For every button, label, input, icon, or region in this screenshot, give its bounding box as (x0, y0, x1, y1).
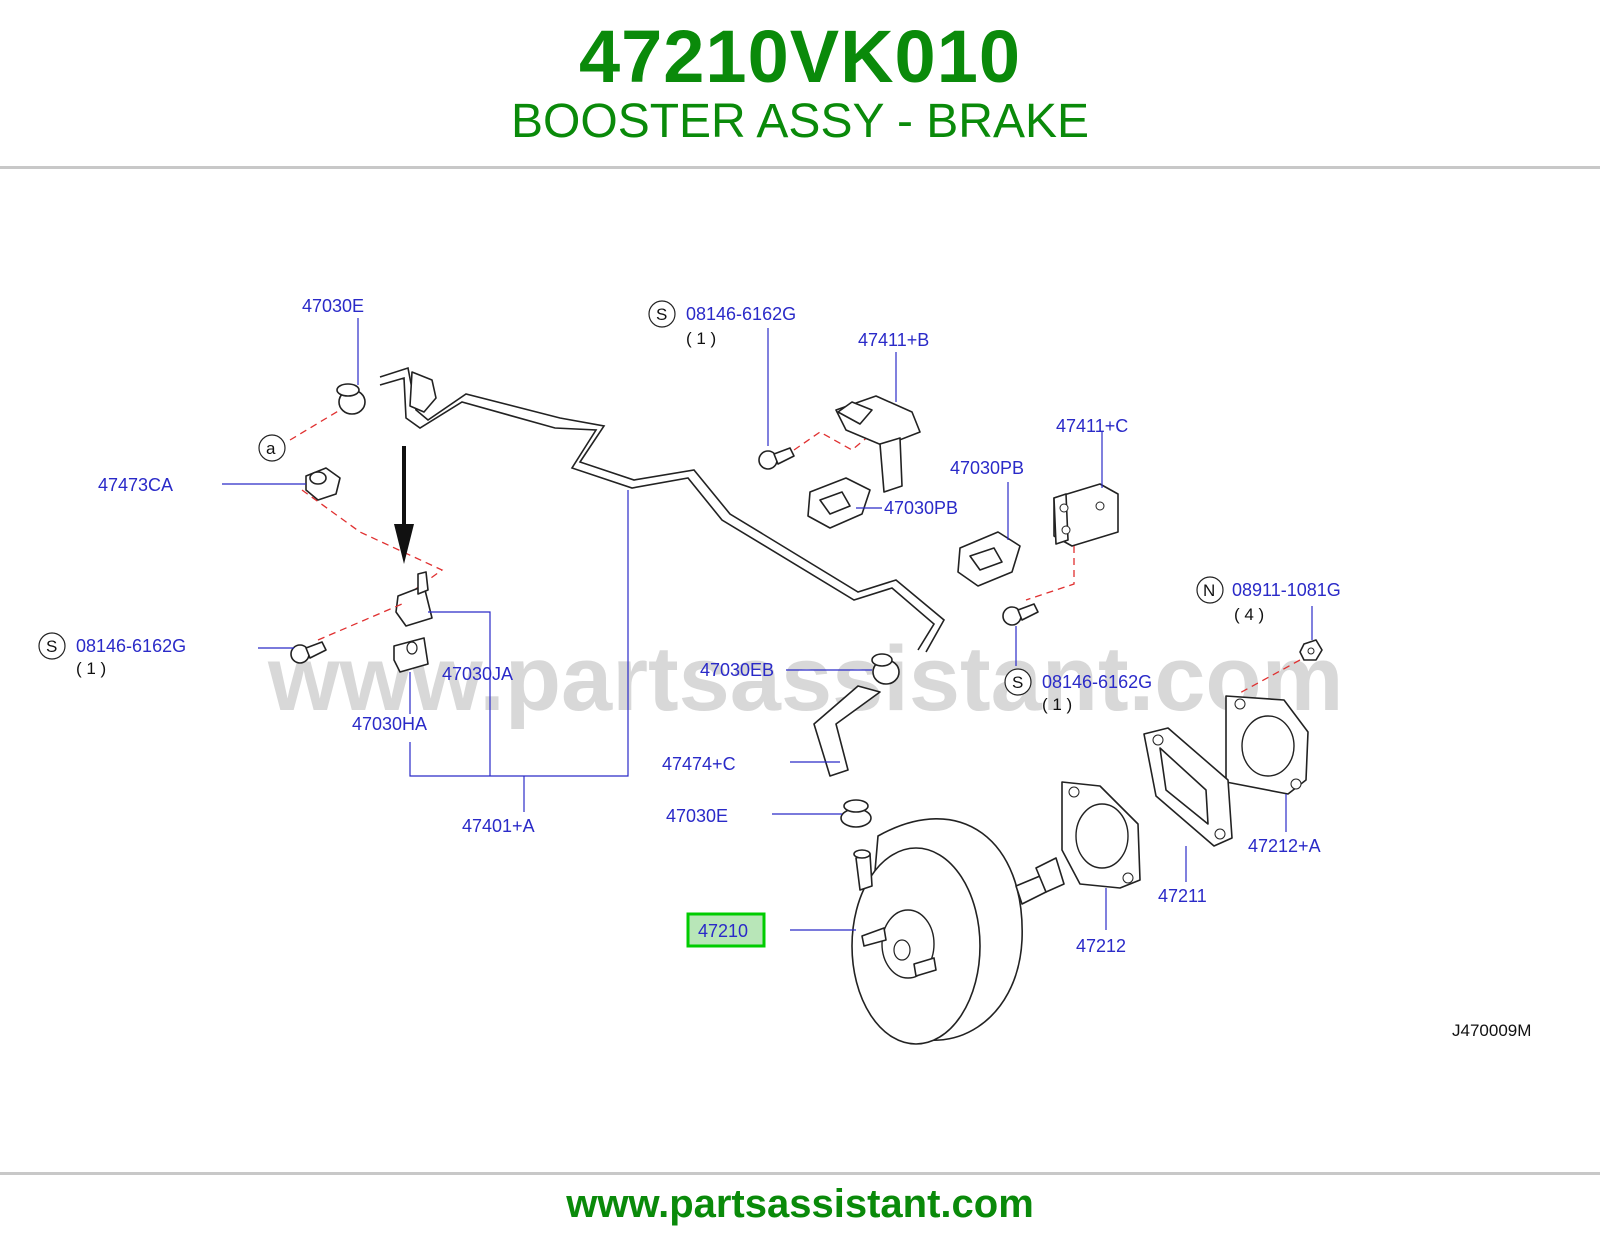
label-47030e-top: 47030E (302, 296, 364, 316)
bracket-47411c (1053, 483, 1119, 547)
spacer-47211 (1143, 727, 1233, 847)
label-08146-mid: 08146-6162G (1042, 672, 1152, 692)
watermark-text: www.partsassistant.com (267, 628, 1343, 730)
label-qty-mid: ( 1 ) (1042, 695, 1072, 714)
callout-circle-s-top (648, 300, 676, 328)
footer-url[interactable]: www.partsassistant.com (566, 1182, 1034, 1226)
label-47030ja: 47030JA (442, 664, 513, 684)
callout-circle-a (258, 434, 286, 462)
brake-pipe-inner (379, 366, 946, 653)
down-arrow-icon (394, 446, 414, 564)
gasket-47212a (1225, 695, 1309, 795)
brake-pipe (379, 376, 936, 651)
label-47030pb-2: 47030PB (950, 458, 1024, 478)
label-s-top: S (656, 305, 667, 324)
label-47030eb: 47030EB (700, 660, 774, 680)
label-08911: 08911-1081G (1232, 580, 1341, 600)
callout-circle-s-mid (1004, 668, 1032, 696)
parts-diagram: www.partsassistant.com 47030E a 47473CA (38, 296, 1531, 1045)
label-47030e-bottom: 47030E (666, 806, 728, 826)
header-divider (0, 166, 1600, 169)
footer-divider (0, 1172, 1600, 1175)
label-qty-top: ( 1 ) (686, 329, 716, 348)
label-47212: 47212 (1076, 936, 1126, 956)
label-s-left: S (46, 637, 57, 656)
clip-47030pb-2 (957, 531, 1021, 587)
label-a: a (266, 439, 276, 458)
label-qty-n: ( 4 ) (1234, 605, 1264, 624)
clip-47030e-top (336, 383, 366, 415)
bolt-top (758, 447, 795, 470)
label-47211: 47211 (1158, 886, 1207, 906)
bolt-left (290, 641, 327, 664)
label-47401a: 47401+A (462, 816, 535, 836)
page-title: 47210VK010 (578, 15, 1022, 98)
label-47474c: 47474+C (662, 754, 736, 774)
highlight-box (686, 912, 766, 948)
label-47030pb-1: 47030PB (884, 498, 958, 518)
hose-47474c (813, 685, 881, 777)
label-08146-left: 08146-6162G (76, 636, 186, 656)
label-47210: 47210 (698, 921, 748, 941)
clip-47030e-bottom (840, 799, 872, 828)
label-47411b: 47411+B (858, 330, 929, 350)
page-subtitle: BOOSTER ASSY - BRAKE (511, 95, 1089, 148)
diagram-code: J470009M (1452, 1021, 1531, 1040)
clip-47030pb-1 (807, 477, 871, 529)
label-47473ca: 47473CA (98, 475, 173, 495)
label-qty-left: ( 1 ) (76, 659, 106, 678)
gasket-47212 (1061, 781, 1141, 889)
pipe-bracket-top (409, 371, 437, 413)
bolt-mid (1002, 603, 1039, 626)
brake-booster-47210 (851, 818, 1065, 1045)
label-47411c: 47411+C (1056, 416, 1128, 436)
label-s-mid: S (1012, 673, 1023, 692)
nut (1299, 639, 1323, 661)
cushion-47030ha (393, 637, 429, 673)
bracket-47411b (835, 395, 921, 493)
label-n: N (1203, 581, 1215, 600)
callout-circle-s-left (38, 632, 66, 660)
header: 47210VK010 BOOSTER ASSY - BRAKE (0, 0, 1600, 168)
bracket-47030ja (395, 571, 433, 627)
label-47030ha: 47030HA (352, 714, 427, 734)
grommet-47473ca (305, 467, 341, 501)
label-47212a: 47212+A (1248, 836, 1321, 856)
clip-47030eb (871, 653, 900, 685)
callout-circle-n (1196, 576, 1224, 604)
label-08146-top: 08146-6162G (686, 304, 796, 324)
